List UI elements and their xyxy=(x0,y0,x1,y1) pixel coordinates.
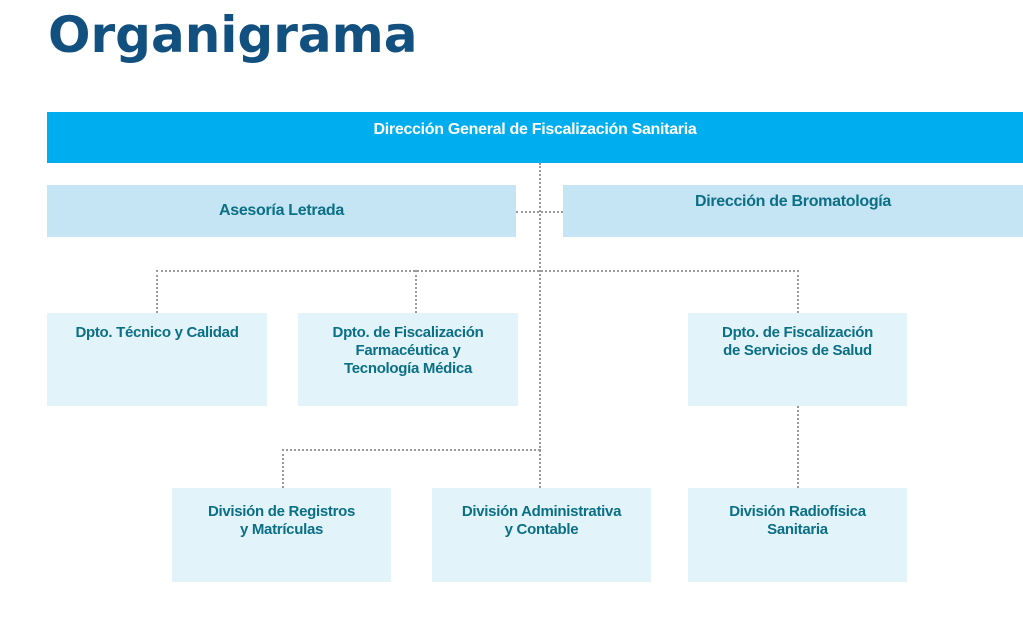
connector-divisions-horizontal xyxy=(282,449,540,451)
org-node-dpto-tecnico-calidad[interactable]: Dpto. Técnico y Calidad xyxy=(47,313,267,406)
connector-main-vertical xyxy=(539,163,541,460)
org-node-division-registros-matriculas[interactable]: División de Registros y Matrículas xyxy=(172,488,391,582)
org-node-division-radiofisica-sanitaria[interactable]: División Radiofísica Sanitaria xyxy=(688,488,907,582)
org-node-label: División Administrativa y Contable xyxy=(461,503,622,538)
org-node-dpto-fiscalizacion-farmaceutica[interactable]: Dpto. de Fiscalización Farmacéutica y Te… xyxy=(298,313,518,406)
connector-division-2 xyxy=(539,449,541,488)
org-node-root[interactable]: Dirección General de Fiscalización Sanit… xyxy=(47,112,1023,163)
org-node-dpto-fiscalizacion-servicios-salud[interactable]: Dpto. de Fiscalización de Servicios de S… xyxy=(688,313,907,406)
connector-division-3 xyxy=(797,406,799,488)
org-node-label: Dpto. de Fiscalización Farmacéutica y Te… xyxy=(332,324,484,377)
org-node-label: Dpto. Técnico y Calidad xyxy=(75,324,239,341)
org-node-label: Dpto. de Fiscalización de Servicios de S… xyxy=(722,324,873,359)
org-node-division-administrativa-contable[interactable]: División Administrativa y Contable xyxy=(432,488,651,582)
org-node-asesoria-letrada[interactable]: Asesoría Letrada xyxy=(47,185,516,237)
connector-staff-horizontal xyxy=(516,211,563,213)
connector-departments-horizontal xyxy=(156,270,799,272)
connector-dept-1 xyxy=(156,270,158,313)
org-node-label: Asesoría Letrada xyxy=(218,202,345,219)
page-title: Organigrama xyxy=(48,6,418,64)
connector-division-1 xyxy=(282,449,284,488)
connector-dept-3 xyxy=(797,270,799,313)
org-node-label: Dirección de Bromatología xyxy=(694,193,892,210)
org-node-direccion-bromatologia[interactable]: Dirección de Bromatología xyxy=(563,185,1023,237)
org-node-label: División de Registros y Matrículas xyxy=(207,503,356,538)
org-node-label: División Radiofísica Sanitaria xyxy=(729,503,866,538)
connector-dept-2 xyxy=(415,270,417,313)
org-node-label: Dirección General de Fiscalización Sanit… xyxy=(373,121,697,138)
